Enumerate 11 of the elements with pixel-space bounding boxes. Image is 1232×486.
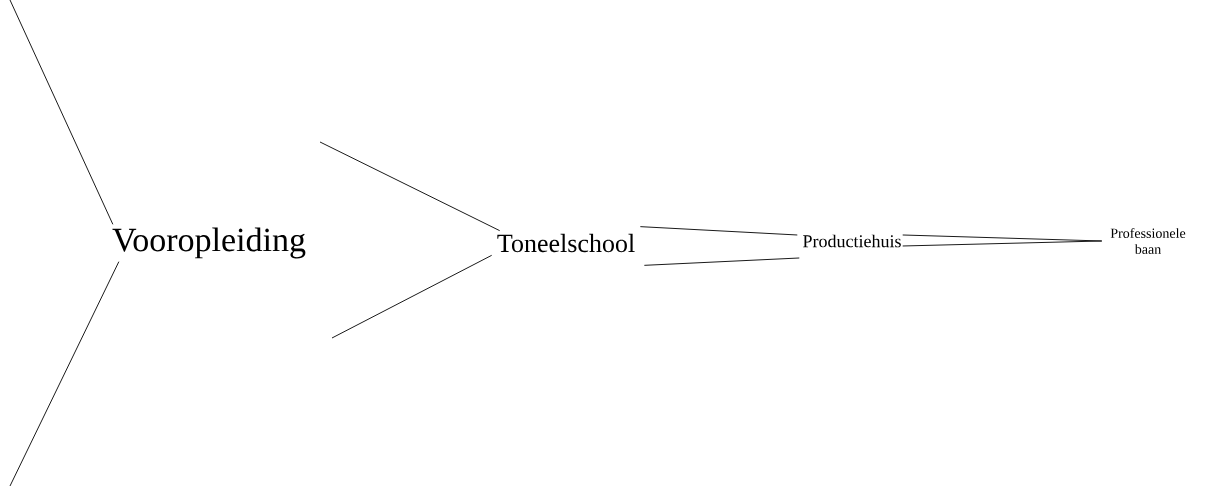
connector-line (331, 254, 493, 339)
connector-line (319, 141, 501, 232)
connector-line (902, 240, 1103, 247)
connector-line (9, 0, 114, 225)
stage-label: Productiehuis (803, 234, 901, 248)
stage-label: Vooropleiding (112, 227, 306, 259)
connector-line (643, 257, 800, 266)
connector-line (639, 226, 798, 236)
stage-label: Professionele baan (1110, 228, 1186, 254)
stage-label: Toneelschool (497, 233, 635, 253)
connector-line (9, 261, 120, 486)
